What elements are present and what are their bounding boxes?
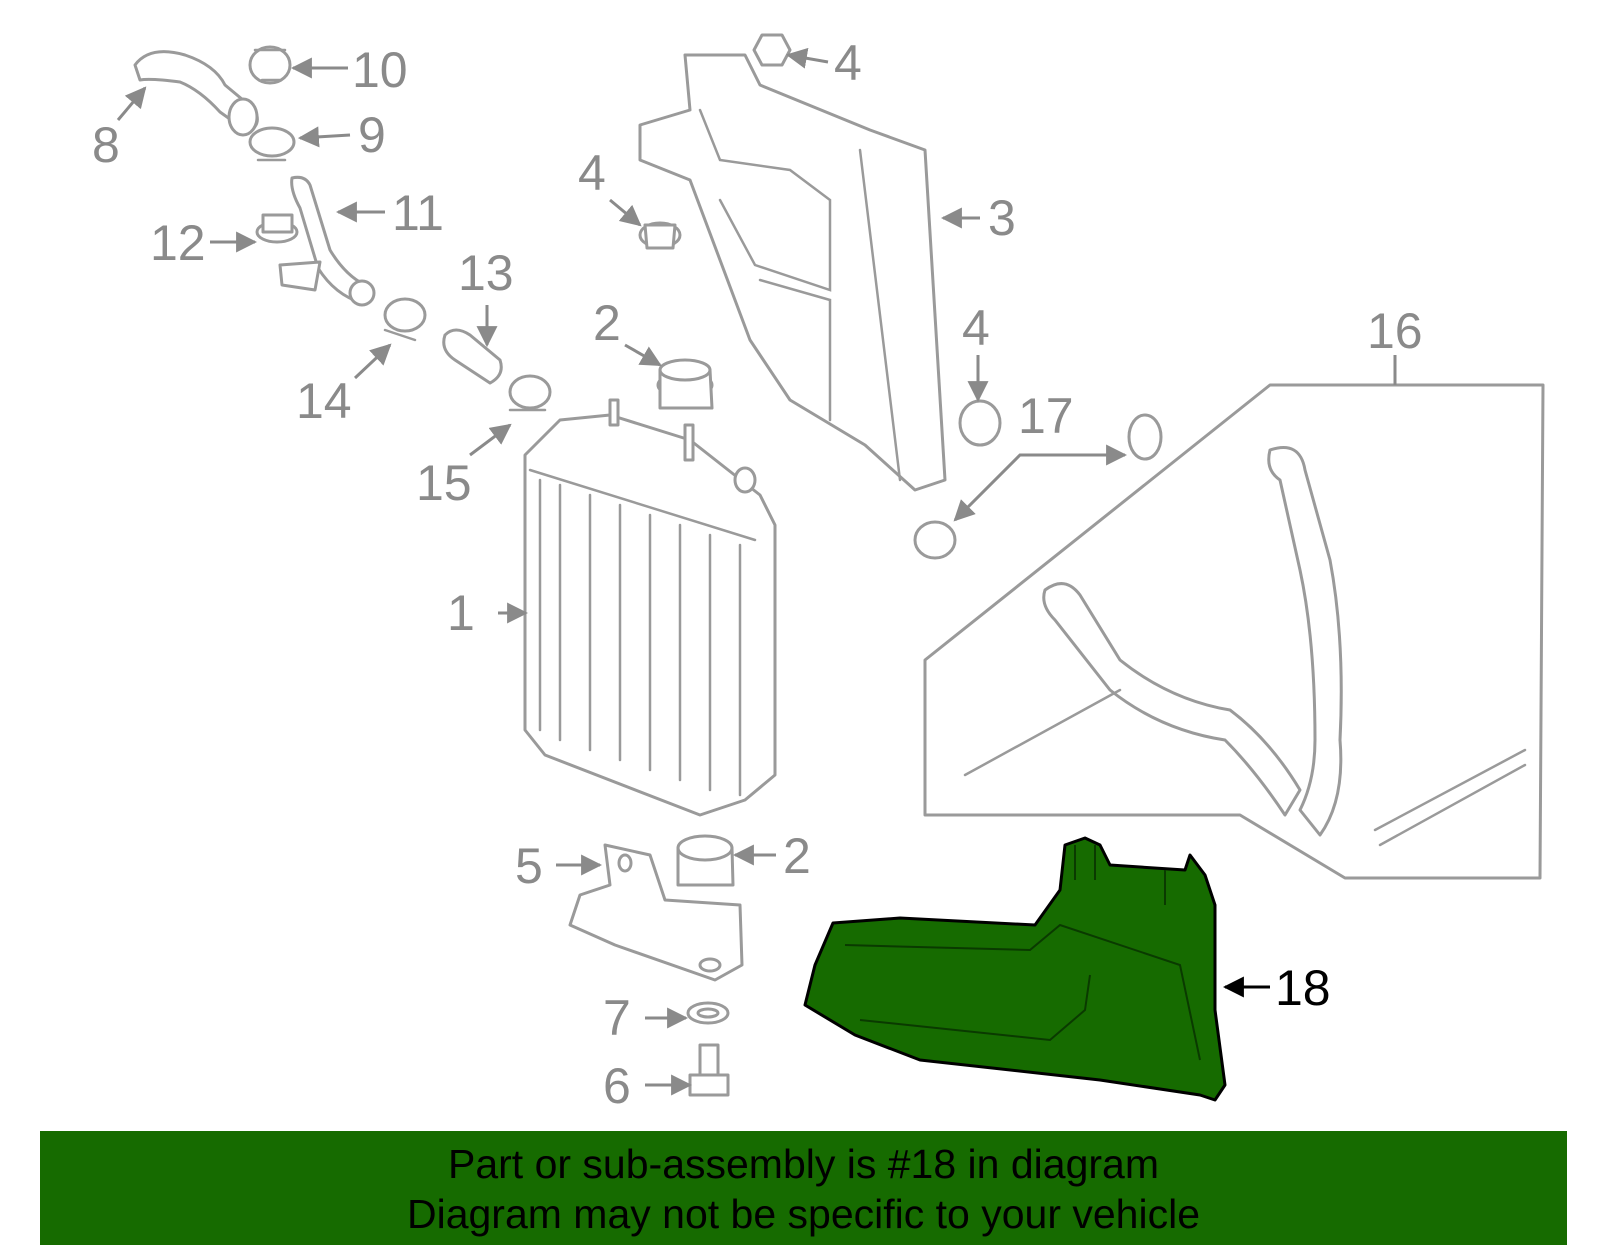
callout-12: 12	[150, 215, 206, 271]
pipe-part-11	[278, 175, 376, 307]
hose-kit-part-16	[923, 383, 1545, 880]
callout-1: 1	[447, 585, 475, 641]
nut-part-4-right	[958, 399, 1002, 447]
callout-18: 18	[1275, 960, 1331, 1016]
callout-4-top: 4	[834, 35, 862, 91]
callout-13: 13	[458, 245, 514, 301]
washer-part-7	[686, 1001, 730, 1025]
bolt-part-6	[688, 1043, 730, 1097]
callout-2-bottom: 2	[783, 828, 811, 884]
callout-4-left: 4	[578, 145, 606, 201]
sleeve-part-13	[442, 328, 503, 385]
callout-15: 15	[416, 455, 472, 511]
info-banner: Part or sub-assembly is #18 in diagram D…	[40, 1131, 1567, 1245]
grommet-part-2-top	[656, 358, 714, 410]
callout-4-right: 4	[962, 300, 990, 356]
callout-16: 16	[1367, 303, 1423, 359]
nut-part-4-left	[638, 221, 682, 250]
callout-8: 8	[92, 117, 120, 173]
callout-2-top: 2	[593, 295, 621, 351]
radiator-part-1	[523, 398, 777, 817]
clamp-part-14	[383, 297, 427, 342]
callout-labels: 1 2 2 3 4 4 4 5 6 7 8 9 10 11 12 13 14 1…	[92, 35, 1423, 1114]
air-duct-part-18	[803, 836, 1227, 1102]
clamp-part-15	[508, 374, 552, 412]
nut-part-12	[255, 213, 299, 244]
bracket-part-3	[638, 53, 947, 492]
leader-lines	[116, 47, 1397, 1096]
callout-17: 17	[1018, 388, 1074, 444]
bracket-part-5	[568, 843, 744, 982]
banner-line-disclaimer: Diagram may not be specific to your vehi…	[406, 1191, 1200, 1237]
clamp-part-10	[248, 45, 292, 85]
callout-11: 11	[392, 185, 444, 241]
callout-7: 7	[603, 990, 631, 1046]
callout-5: 5	[515, 838, 543, 894]
clamp-part-9	[248, 126, 296, 162]
callout-3: 3	[988, 190, 1016, 246]
callout-9: 9	[358, 107, 386, 163]
hose-part-8	[133, 50, 259, 137]
callout-14: 14	[296, 373, 352, 429]
banner-line-part: Part or sub-assembly is #18 in diagram	[448, 1141, 1159, 1187]
callout-6: 6	[603, 1058, 631, 1114]
clamp-part-17	[913, 413, 1163, 560]
nut-part-4-top	[752, 33, 792, 67]
grommet-part-2-bottom	[676, 834, 735, 887]
callout-10: 10	[352, 42, 408, 98]
